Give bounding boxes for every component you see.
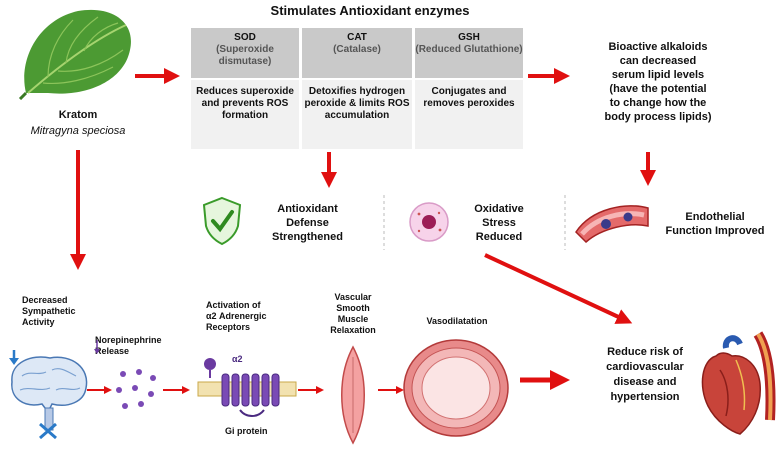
enzyme-table: SOD (Superoxide dismutase) CAT (Catalase… xyxy=(191,28,523,149)
alkaloids-text: Bioactive alkaloids can decreased serum … xyxy=(578,40,738,124)
antioxidant-line-3: Strengthened xyxy=(272,231,343,243)
kratom-species: Mitragyna speciosa xyxy=(30,125,126,137)
oxidative-line-1: Oxidative xyxy=(474,203,524,215)
sympathetic-line-2: Sympathetic xyxy=(22,306,76,316)
enzyme-sod-header: SOD (Superoxide dismutase) xyxy=(191,28,299,78)
smooth-line-1: Vascular xyxy=(334,292,372,302)
sympathetic-line-1: Decreased xyxy=(22,295,68,305)
blood-vessel-icon xyxy=(575,205,649,244)
antioxidant-outcome: Antioxidant Defense Strengthened xyxy=(260,202,355,244)
alkaloids-line-6: body process lipids) xyxy=(604,111,712,123)
down-arrow-icon xyxy=(94,340,100,354)
smooth-line-4: Relaxation xyxy=(330,325,376,335)
cat-abbr: CAT xyxy=(347,32,367,43)
cat-full: (Catalase) xyxy=(333,44,381,55)
enzyme-cat-header: CAT (Catalase) xyxy=(302,28,412,78)
shield-check-icon xyxy=(202,196,242,246)
oxidative-outcome: Oxidative Stress Reduced xyxy=(455,202,543,244)
receptor-icon xyxy=(197,358,297,417)
receptor-line-3: Receptors xyxy=(206,322,251,332)
smooth-line-2: Smooth xyxy=(336,303,370,313)
gi-protein-label: Gi protein xyxy=(225,426,268,436)
arrow-oxidative-to-risk xyxy=(484,253,633,324)
cell-icon xyxy=(409,202,449,242)
sod-full: (Superoxide dismutase) xyxy=(216,44,274,67)
gsh-action: Conjugates and removes peroxides xyxy=(415,80,523,149)
alkaloids-line-5: to change how the xyxy=(609,97,707,109)
oxidative-line-3: Reduced xyxy=(475,231,523,243)
risk-outcome: Reduce risk of cardiovascular disease an… xyxy=(585,345,705,405)
vasodilatation-label: Vasodilatation xyxy=(426,316,488,326)
alkaloids-line-1: Bioactive alkaloids xyxy=(608,41,708,53)
receptor-line-1: Activation of xyxy=(206,300,261,310)
receptor-label: Activation of α2 Adrenergic Receptors xyxy=(206,300,296,333)
alkaloids-line-4: (have the potential xyxy=(609,83,707,95)
gsh-abbr: GSH xyxy=(458,32,480,43)
endothelial-line-1: Endothelial xyxy=(685,211,745,223)
alkaloids-line-3: serum lipid levels xyxy=(611,69,705,81)
risk-line-1: Reduce risk of xyxy=(607,346,683,358)
ne-line-1: Norepinephrine xyxy=(95,335,162,345)
enzyme-gsh-header: GSH (Reduced Glutathione) xyxy=(415,28,523,78)
antioxidant-line-2: Defense xyxy=(286,217,329,229)
risk-line-3: disease and xyxy=(613,376,677,388)
alkaloids-line-2: can decreased xyxy=(619,55,697,67)
risk-line-4: hypertension xyxy=(610,391,680,403)
receptor-line-2: α2 Adrenergic xyxy=(206,311,267,321)
sod-abbr: SOD xyxy=(234,32,256,43)
gsh-full: (Reduced Glutathione) xyxy=(415,44,523,55)
kratom-label: Kratom xyxy=(58,109,98,121)
cat-action: Detoxifies hydrogen peroxide & limits RO… xyxy=(302,80,412,149)
alpha2-label: α2 xyxy=(232,354,243,364)
sympathetic-label: Decreased Sympathetic Activity xyxy=(22,295,102,328)
risk-line-2: cardiovascular xyxy=(606,361,684,373)
muscle-cell-icon xyxy=(341,345,365,445)
endothelial-line-2: Function Improved xyxy=(665,225,765,237)
vessel-cross-section-icon xyxy=(403,339,509,437)
oxidative-line-2: Stress xyxy=(482,217,516,229)
smooth-line-3: Muscle xyxy=(337,314,369,324)
sod-action: Reduces superoxide and prevents ROS form… xyxy=(191,80,299,149)
endothelial-outcome: Endothelial Function Improved xyxy=(652,210,778,238)
norepinephrine-label: Norepinephrine Release xyxy=(95,335,185,357)
kratom-leaf-icon xyxy=(18,9,131,100)
sympathetic-line-3: Activity xyxy=(22,317,55,327)
diagram-title: Stimulates Antioxidant enzymes xyxy=(270,3,470,18)
antioxidant-line-1: Antioxidant xyxy=(277,203,338,215)
molecules-icon xyxy=(116,369,156,409)
ne-line-2: Release xyxy=(95,346,130,356)
brain-icon xyxy=(9,350,88,440)
heart-icon xyxy=(701,331,776,435)
smooth-muscle-label: Vascular Smooth Muscle Relaxation xyxy=(318,292,388,336)
